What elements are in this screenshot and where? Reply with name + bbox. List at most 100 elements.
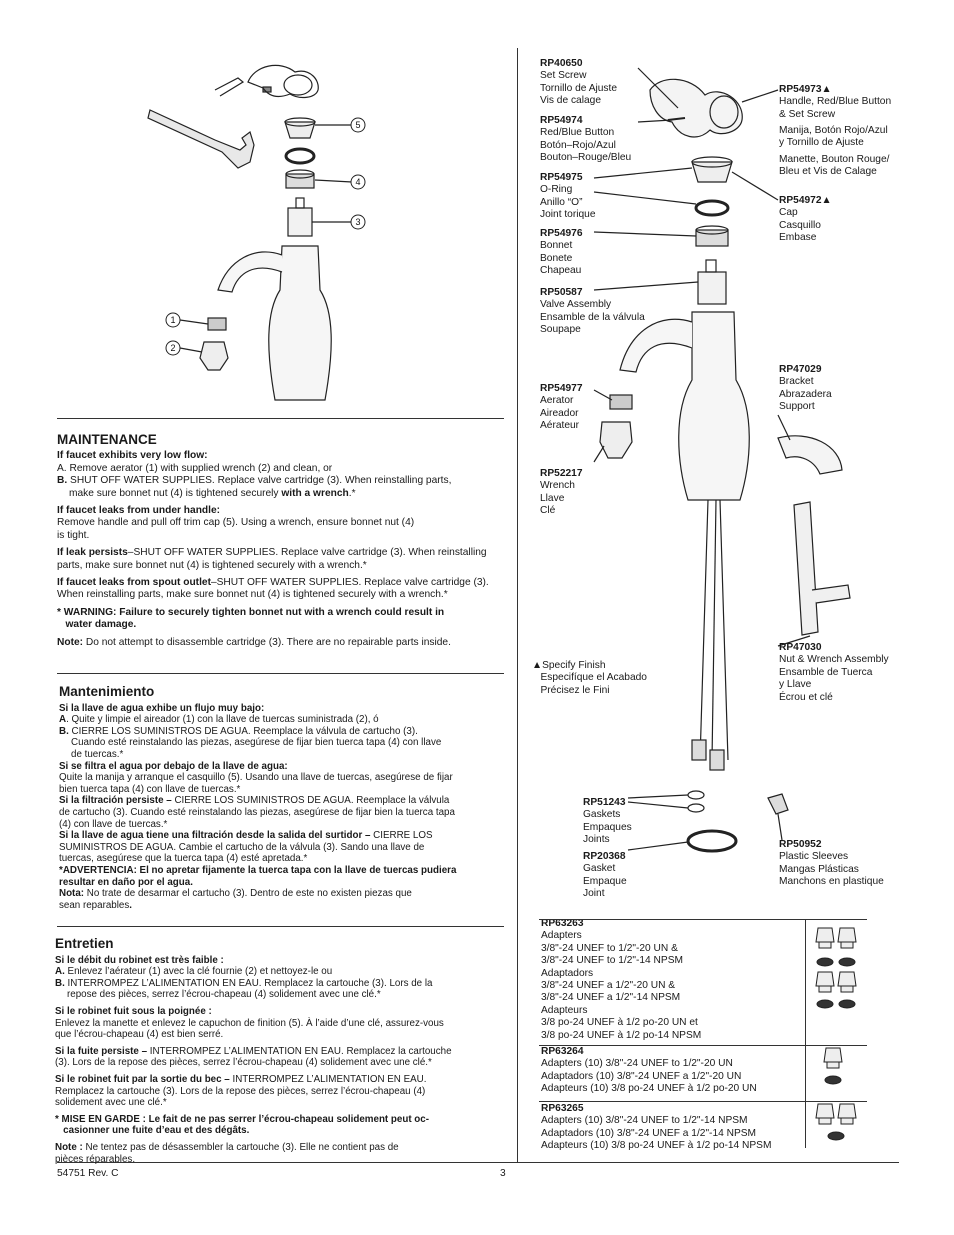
part-rp54973-es: Manija, Botón Rojo/Azul y Tornillo de Aj… bbox=[779, 125, 888, 149]
fuite-persiste: Si la fuite persiste – INTERROMPEZ L’ALI… bbox=[55, 1045, 452, 1069]
mise-en-garde: * MISE EN GARDE : Le fait de ne pas serr… bbox=[55, 1113, 430, 1137]
gaskets-part-icon bbox=[687, 803, 705, 813]
hex-key-icon bbox=[214, 77, 245, 97]
footer-rule bbox=[57, 1162, 899, 1163]
entretien-section: Entretien Si le débit du robinet est trè… bbox=[55, 936, 503, 1165]
wrench-icon bbox=[147, 109, 255, 169]
aerator-icon bbox=[207, 317, 227, 331]
surtidor: Si la llave de agua tiene una filtración… bbox=[59, 830, 433, 865]
plastic-sleeves-part-icon bbox=[767, 793, 789, 815]
aerator-wrench-icon bbox=[199, 341, 229, 371]
filtra-text: Quite la manija y arranque el casquillo … bbox=[59, 772, 453, 795]
aerator-part-icon bbox=[609, 394, 633, 410]
part-rp54972: RP54972▲Cap Casquillo Embase bbox=[779, 195, 832, 244]
filtra-heading: Si se filtra el agua por debajo de la ll… bbox=[59, 760, 288, 772]
warning: * WARNING: Failure to securely tighten b… bbox=[57, 606, 445, 631]
note-fr: Note : Ne tentez pas de désassembler la … bbox=[55, 1141, 399, 1165]
maintenance-section: MAINTENANCE If faucet exhibits very low … bbox=[57, 432, 502, 649]
low-flow-heading: If faucet exhibits very low flow: bbox=[57, 450, 208, 462]
faucet-part-icon bbox=[678, 311, 750, 501]
note: Note: Do not attempt to disassemble cart… bbox=[57, 636, 451, 648]
under-handle-heading: If faucet leaks from under handle: bbox=[57, 505, 221, 517]
cap-part-icon bbox=[691, 161, 733, 183]
left-exploded-diagram: 5 4 3 1 2 bbox=[147, 64, 366, 401]
document-number: 54751 Rev. C bbox=[57, 1168, 119, 1179]
mantenimiento-title: Mantenimiento bbox=[59, 684, 155, 699]
low-flow-a: A. Remove aerator (1) with supplied wren… bbox=[57, 462, 333, 474]
valve-part-icon bbox=[697, 271, 727, 305]
adapter-icon bbox=[837, 1103, 857, 1125]
flujo-b-cont: Cuando esté reinstalando las piezas, ase… bbox=[71, 737, 442, 760]
handle-icon bbox=[247, 64, 319, 99]
flujo-b: B. CIERRE LOS SUMINISTROS DE AGUA. Reemp… bbox=[59, 725, 418, 737]
specify-finish-note: ▲Specify Finish Especifíque el Acabado P… bbox=[532, 660, 647, 696]
nut-wrench-part-icon bbox=[793, 501, 819, 636]
bonnet-icon bbox=[285, 173, 315, 189]
gasket-part-icon bbox=[686, 829, 738, 853]
debit-a: A. Enlevez l’aérateur (1) avec la clé fo… bbox=[55, 966, 333, 978]
o-ring-icon bbox=[284, 147, 316, 165]
filtracion-persiste: Si la filtración persiste – CIERRE LOS S… bbox=[59, 795, 455, 830]
debit-b-cont: repose des pièces, serrez l’écrou-chapea… bbox=[67, 989, 381, 1001]
entretien-title: Entretien bbox=[55, 936, 114, 951]
aerator-wrench-part-icon bbox=[599, 421, 633, 459]
low-flow-b: B. SHUT OFF WATER SUPPLIES. Replace valv… bbox=[57, 475, 452, 487]
o-ring-part-icon bbox=[694, 199, 730, 217]
mantenimiento-section: Mantenimiento Si la llave de agua exhibe… bbox=[59, 684, 504, 911]
callout-2: 2 bbox=[170, 343, 175, 353]
adapter-icon bbox=[823, 1047, 843, 1069]
debit-heading: Si le débit du robinet est très faible : bbox=[55, 954, 224, 966]
callout-3: 3 bbox=[355, 217, 360, 227]
maintenance-title: MAINTENANCE bbox=[57, 432, 157, 447]
callout-1: 1 bbox=[170, 315, 175, 325]
divider bbox=[57, 673, 504, 674]
poignee-heading: Si le robinet fuit sous la poignée : bbox=[55, 1005, 212, 1017]
spout-leak: If faucet leaks from spout outlet–SHUT O… bbox=[57, 577, 489, 601]
low-flow-b-cont: make sure bonnet nut (4) is tightened se… bbox=[69, 487, 356, 499]
spout-icon bbox=[217, 251, 283, 293]
under-handle-text: Remove handle and pull off trim cap (5).… bbox=[57, 517, 415, 541]
divider bbox=[57, 418, 504, 419]
cartridge-icon bbox=[287, 207, 313, 237]
adapters-illustration bbox=[815, 927, 857, 1141]
parts-diagram bbox=[593, 67, 851, 853]
fuite-bec: Si le robinet fuit par la sortie du bec … bbox=[55, 1073, 427, 1109]
flujo-heading: Si la llave de agua exhibe un flujo muy … bbox=[59, 702, 265, 714]
callout-4: 4 bbox=[355, 177, 360, 187]
page-number: 3 bbox=[500, 1168, 506, 1179]
faucet-body-icon bbox=[268, 245, 332, 401]
flujo-a: A. Quite y limpie el aireador (1) con la… bbox=[59, 714, 379, 726]
poignee-text: Enlevez la manette et enlevez le capucho… bbox=[55, 1017, 444, 1041]
adapter-icon bbox=[837, 971, 857, 993]
adapter-icon bbox=[815, 927, 835, 949]
handle-part-icon bbox=[649, 78, 743, 138]
adapter-icon bbox=[815, 1103, 835, 1125]
nota: Nota: No trate de desarmar el cartucho (… bbox=[59, 888, 412, 911]
part-rp54973-fr: Manette, Bouton Rouge/ Bleu et Vis de Ca… bbox=[779, 154, 890, 178]
column-divider bbox=[517, 48, 518, 1162]
debit-b: B. INTERROMPEZ L’ALIMENTATION EN EAU. Re… bbox=[55, 977, 433, 989]
advertencia: *ADVERTENCIA: El no apretar fijamente la… bbox=[59, 864, 457, 888]
leak-persists: If leak persists–SHUT OFF WATER SUPPLIES… bbox=[57, 547, 487, 571]
adapter-icon bbox=[837, 927, 857, 949]
callout-5: 5 bbox=[355, 120, 360, 130]
divider bbox=[57, 926, 504, 927]
part-rp54973: RP54973▲Handle, Red/Blue Button & Set Sc… bbox=[779, 84, 892, 120]
bracket-part-icon bbox=[777, 435, 843, 475]
adapter-icon bbox=[815, 971, 835, 993]
